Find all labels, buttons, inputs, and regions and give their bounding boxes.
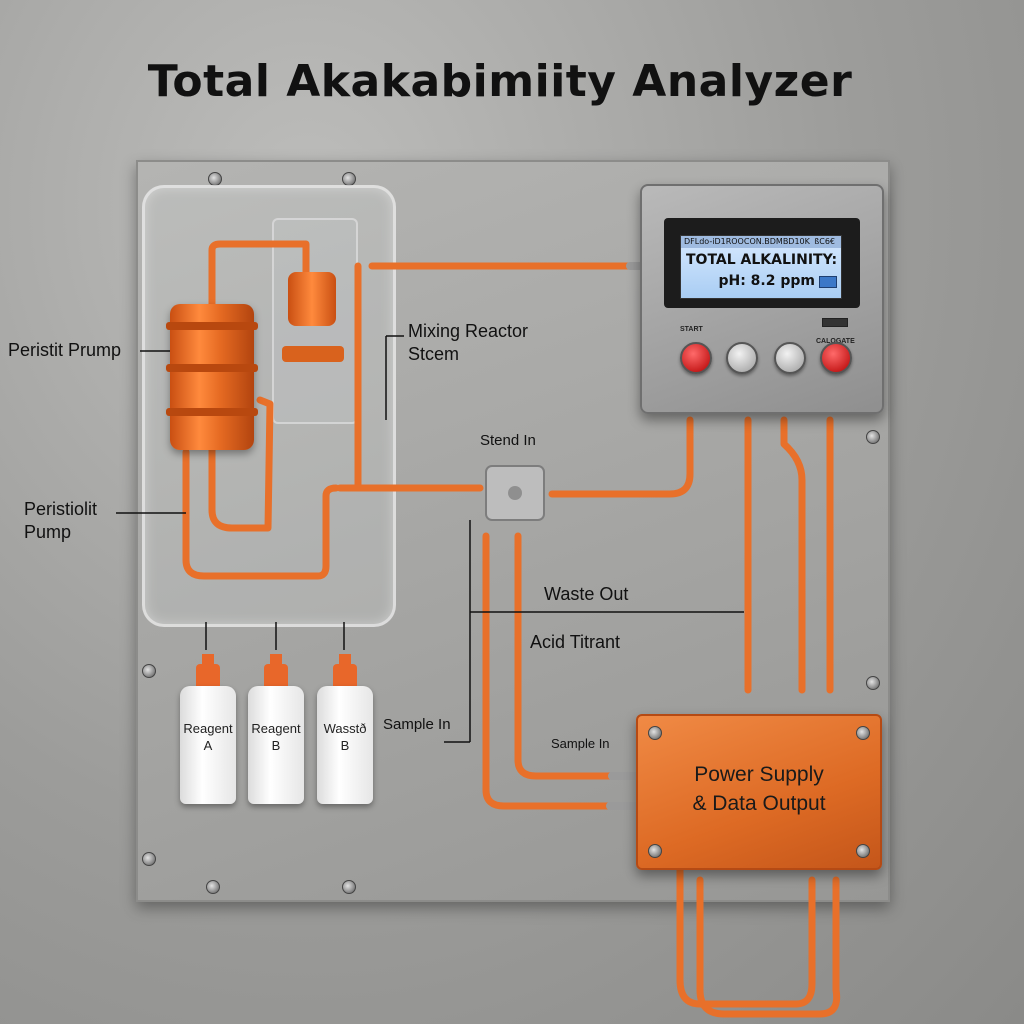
reactor-base (282, 346, 344, 362)
tube-power-loop (676, 866, 816, 1008)
tube-junction-down-right (514, 532, 616, 780)
tube-junction-down-left (482, 532, 614, 810)
tube-power-loop-2 (696, 876, 841, 1018)
battery-icon (819, 276, 837, 288)
screw (866, 676, 880, 690)
screw (206, 880, 220, 894)
screen-header-left: DFLdo-iD1ROOCON.BDMBD10K (684, 237, 810, 246)
label-sample-in-right: Sample In (551, 736, 610, 751)
bottle-label: Reagent B (251, 721, 301, 753)
tube-junction-to-controller (548, 416, 694, 498)
status-indicator (822, 318, 848, 327)
screen-header: DFLdo-iD1ROOCON.BDMBD10K ßC6€ (681, 236, 841, 248)
screw (342, 880, 356, 894)
tube-pump-loop (208, 396, 274, 532)
label-mixing-reactor: Mixing Reactor Stcem (408, 321, 529, 364)
power-supply-label: Power Supply & Data Output (692, 763, 826, 815)
control-button-2[interactable] (726, 342, 758, 374)
screen-header-right: ßC6€ (814, 237, 835, 246)
screw (142, 852, 156, 866)
display-screen: DFLdo-iD1ROOCON.BDMBD10K ßC6€ TOTAL ALKA… (680, 235, 842, 299)
screen-line-2: pH: 8.2 ppm (718, 273, 815, 289)
screw (142, 664, 156, 678)
label-waste-out: Waste Out (544, 584, 629, 604)
tube-pump-return (182, 448, 340, 580)
controller-unit: DFLdo-iD1ROOCON.BDMBD10K ßC6€ TOTAL ALKA… (640, 184, 884, 414)
calibrate-label: CALOGATE (816, 338, 855, 345)
tube-pump-top (208, 240, 310, 310)
screen-line-1: TOTAL ALKALINITY: (686, 252, 838, 268)
power-supply-box: Power Supply & Data Output (636, 714, 882, 870)
label-acid-titrant: Acid Titrant (530, 632, 621, 652)
screw (856, 726, 870, 740)
label-peristaltic-pump-1: Peristit Prump (8, 340, 122, 360)
start-button[interactable] (680, 342, 712, 374)
bottle-waste-b: Wasstð B (317, 654, 373, 804)
label-stend-in: Stend In (480, 432, 536, 449)
calibrate-button[interactable] (820, 342, 852, 374)
screw (648, 726, 662, 740)
mixing-reactor (288, 272, 336, 326)
control-button-3[interactable] (774, 342, 806, 374)
bottle-reagent-b: Reagent B (248, 654, 304, 804)
tube-controller-2 (780, 416, 806, 694)
bottle-reagent-a: Reagent A (180, 654, 236, 804)
peristaltic-pump (166, 304, 258, 450)
start-label: START (680, 326, 703, 333)
bottle-label: Wasstð B (323, 721, 367, 753)
screw (856, 844, 870, 858)
label-peristaltic-pump-2: Peristiolit Pump (24, 499, 98, 542)
diagram-title: Total Akakabimiity Analyzer (147, 56, 853, 107)
screw (648, 844, 662, 858)
label-sample-in-left: Sample In (383, 716, 451, 733)
screw (866, 430, 880, 444)
bottle-label: Reagent A (183, 721, 233, 753)
